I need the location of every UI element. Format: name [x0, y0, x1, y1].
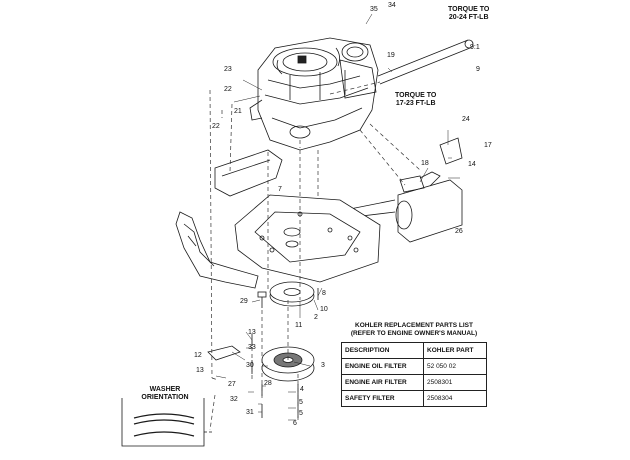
callout-34: 34 — [388, 2, 396, 9]
callout-11: 11 — [295, 322, 303, 329]
pulley-illustration — [269, 281, 315, 307]
pipe-illustration — [377, 39, 471, 85]
callout-21: 21 — [234, 108, 242, 115]
callout-17: 17 — [484, 142, 492, 149]
callout-13b: 13 — [196, 367, 204, 374]
table-row: SAFETY FILTER 2508304 — [340, 390, 487, 407]
parts-table: DESCRIPTION KOHLER PART ENGINE OIL FILTE… — [340, 342, 487, 407]
row-part-number: 2508301 — [423, 374, 487, 391]
callout-18: 18 — [421, 160, 429, 167]
shield-illustration — [214, 149, 283, 197]
callout-27: 27 — [228, 381, 236, 388]
washer-orientation-label: WASHER ORIENTATION — [130, 386, 200, 402]
column-header-description: DESCRIPTION — [340, 342, 425, 359]
row-part-number: 2508304 — [423, 390, 487, 407]
callout-13: 13 — [248, 329, 256, 336]
callout-30: 30 — [246, 362, 254, 369]
kohler-parts-list: KOHLER REPLACEMENT PARTS LIST (REFER TO … — [340, 322, 487, 407]
callout-31: 31 — [246, 409, 254, 416]
callout-12: 12 — [194, 352, 202, 359]
callout-32: 32 — [230, 396, 238, 403]
callout-7: 7 — [278, 186, 282, 193]
leader-lines — [215, 13, 460, 421]
callout-9: 9 — [476, 66, 480, 73]
column-header-part: KOHLER PART — [423, 342, 487, 359]
deck-plate-illustration — [234, 194, 381, 283]
engine-illustration — [249, 37, 379, 151]
torque-note-upper-line2: 20-24 FT-LB — [448, 14, 489, 21]
callout-19: 19 — [387, 52, 395, 59]
row-description: ENGINE AIR FILTER — [340, 374, 425, 391]
parts-table-header: DESCRIPTION KOHLER PART — [340, 342, 487, 359]
row-description: ENGINE OIL FILTER — [340, 358, 425, 375]
parts-list-title: KOHLER REPLACEMENT PARTS LIST — [355, 322, 473, 329]
callout-35: 35 — [370, 6, 378, 13]
callout-22: 22 — [224, 86, 232, 93]
row-description: SAFETY FILTER — [340, 390, 425, 407]
callout-22b: 22 — [212, 123, 220, 130]
callout-4: 4 — [300, 386, 304, 393]
row-part-number: 52 050 02 — [423, 358, 487, 375]
torque-note-middle-line2: 17-23 FT-LB — [395, 100, 436, 107]
callout-6: 6 — [293, 420, 297, 427]
torque-note-middle-line1: TORQUE TO — [395, 92, 437, 99]
callout-29: 29 — [240, 298, 248, 305]
callout-ratio: 9:1 — [470, 44, 480, 51]
callout-14: 14 — [468, 161, 476, 168]
torque-note-upper-line1: TORQUE TO — [448, 6, 490, 13]
callout-24: 24 — [462, 116, 470, 123]
torque-note-upper: TORQUE TO 20-24 FT-LB — [448, 6, 489, 22]
callout-33: 33 — [248, 344, 256, 351]
muffler-illustration — [341, 137, 463, 243]
torque-note-middle: TORQUE TO 17-23 FT-LB — [395, 92, 436, 108]
callout-3: 3 — [321, 362, 325, 369]
washer-label-line1: WASHER — [149, 386, 181, 393]
washer-label-line2: ORIENTATION — [141, 394, 189, 401]
callout-2: 2 — [314, 314, 318, 321]
alignment-lines — [209, 81, 421, 431]
callout-23: 23 — [224, 66, 232, 73]
callout-26: 26 — [455, 228, 463, 235]
table-row: ENGINE OIL FILTER 52 050 02 — [340, 358, 487, 375]
callout-5: 5 — [299, 399, 303, 406]
table-row: ENGINE AIR FILTER 2508301 — [340, 374, 487, 391]
callout-10: 10 — [320, 306, 328, 313]
parts-list-subtitle: (REFER TO ENGINE OWNER'S MANUAL) — [350, 330, 478, 337]
callout-8: 8 — [322, 290, 326, 297]
callout-5b: 5 — [299, 410, 303, 417]
callout-28: 28 — [264, 380, 272, 387]
washer-orientation-detail — [121, 398, 212, 447]
